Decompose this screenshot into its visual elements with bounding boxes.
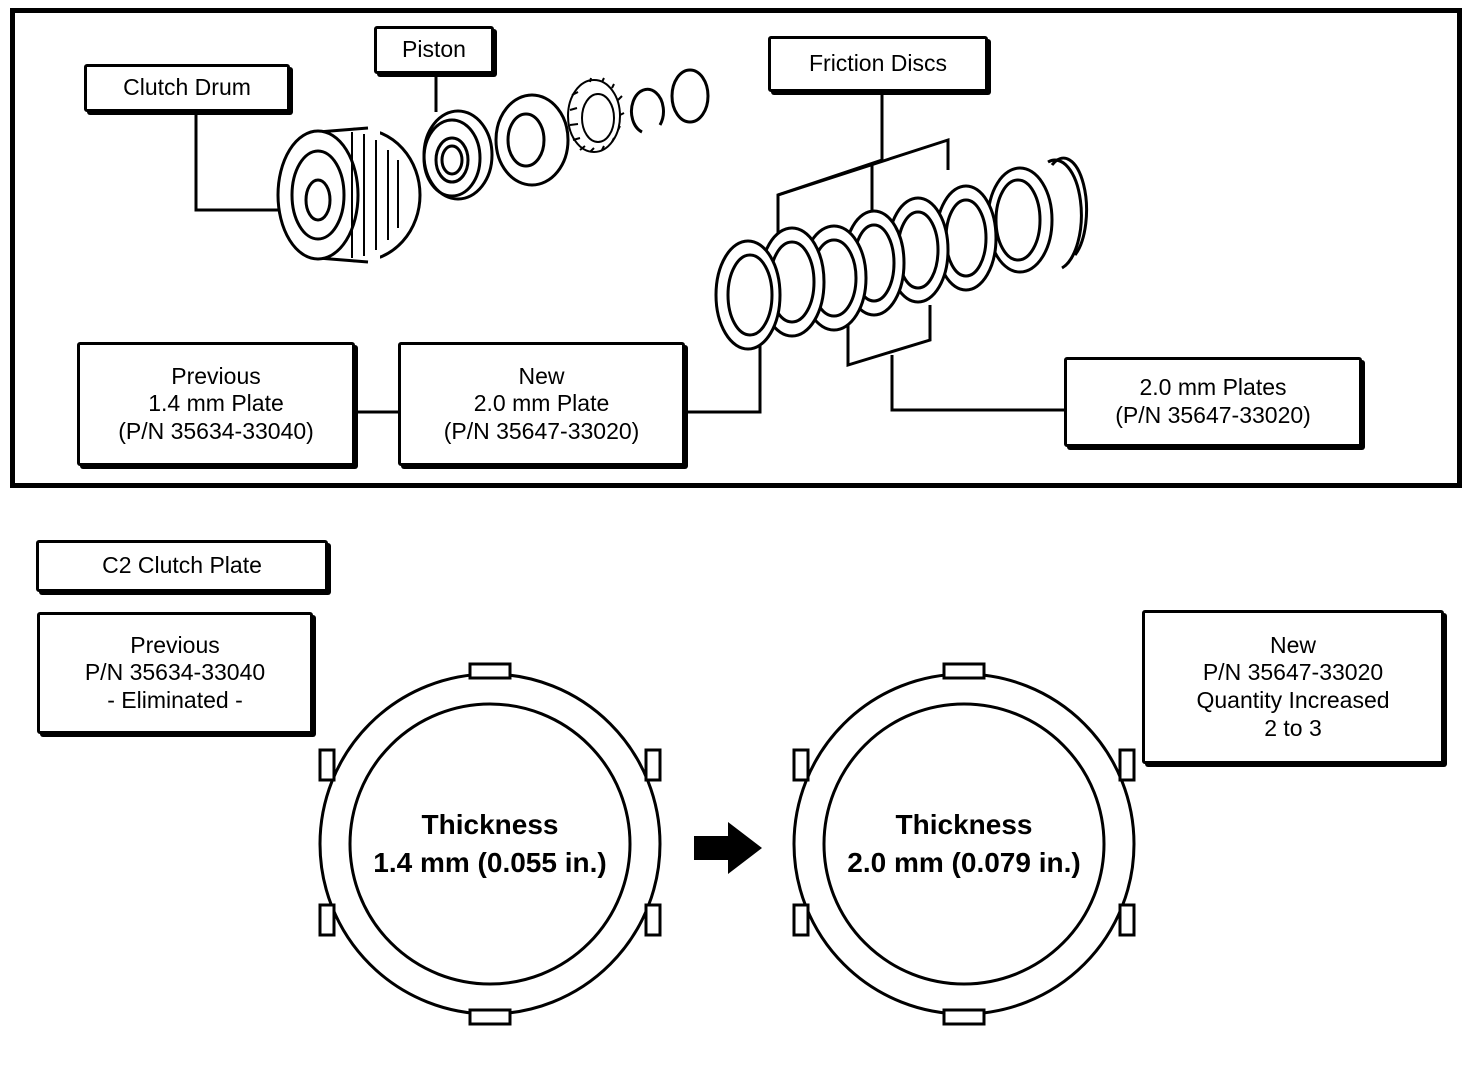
new-plate-thickness-label: Thickness: [896, 809, 1033, 840]
clutch-pack-part: [714, 156, 1089, 351]
spring-disc-part: [494, 93, 570, 187]
arrow-right-icon: [694, 822, 762, 874]
previous-plate-line-3: (P/N 35634-33040): [118, 417, 314, 444]
clutch-drum-label: Clutch Drum: [84, 64, 290, 112]
piston-label: Piston: [374, 26, 494, 74]
plates-leader: [890, 355, 1065, 412]
old-plate-thickness-label: Thickness: [422, 809, 559, 840]
plates-2mm-line-2: (P/N 35647-33020): [1115, 402, 1311, 428]
ring-part: [670, 68, 710, 124]
previous-part-box: Previous P/N 35634-33040 - Eliminated -: [37, 612, 313, 734]
previous-plate-line-1: Previous: [171, 362, 261, 389]
new-plate-line-3: (P/N 35647-33020): [443, 417, 640, 444]
friction-discs-text: Friction Discs: [808, 50, 947, 77]
new-plate-line-1: New: [518, 362, 565, 389]
piston-text: Piston: [402, 36, 466, 63]
previous-part-line-2: P/N 35634-33040: [84, 659, 266, 686]
previous-part-line-3: - Eliminated -: [107, 686, 243, 713]
plates-2mm-line-1: 2.0 mm Plates: [1139, 374, 1287, 401]
clutch-drum-text: Clutch Drum: [123, 74, 251, 101]
previous-part-line-1: Previous: [130, 631, 220, 658]
old-plate-drawing: [318, 662, 662, 1026]
plates-2mm-label: 2.0 mm Plates (P/N 35647-33020): [1064, 357, 1362, 447]
new-part-line-4: 2 to 3: [1264, 714, 1322, 741]
piston-part: [422, 109, 494, 201]
new-part-line-3: Quantity Increased: [1196, 687, 1390, 713]
new-part-box: New P/N 35647-33020 Quantity Increased 2…: [1142, 610, 1444, 764]
previous-plate-line-2: 1.4 mm Plate: [148, 390, 284, 417]
new-plate-line-2: 2.0 mm Plate: [473, 390, 610, 417]
new-part-line-2: P/N 35647-33020: [1202, 659, 1384, 686]
c2-clutch-plate-text: C2 Clutch Plate: [102, 552, 262, 579]
c2-clutch-plate-title: C2 Clutch Plate: [36, 540, 328, 592]
new-plate-leader: [685, 345, 762, 414]
previous-plate-label: Previous 1.4 mm Plate (P/N 35634-33040): [77, 342, 355, 466]
snap-ring-part: [629, 87, 665, 134]
clutch-drum-leader: [194, 112, 282, 212]
friction-discs-bracket: [777, 137, 950, 197]
friction-discs-label: Friction Discs: [768, 36, 988, 92]
new-plate-label: New 2.0 mm Plate (P/N 35647-33020): [398, 342, 685, 466]
clutch-drum-part: [276, 126, 422, 264]
spring-retainer-part: [567, 77, 625, 153]
new-plate-drawing: [792, 662, 1136, 1026]
new-part-line-1: New: [1269, 631, 1316, 658]
old-plate-thickness-value: 1.4 mm (0.055 in.): [373, 847, 606, 878]
new-plate-thickness-value: 2.0 mm (0.079 in.): [847, 847, 1080, 878]
plates-bracket: [846, 305, 932, 368]
